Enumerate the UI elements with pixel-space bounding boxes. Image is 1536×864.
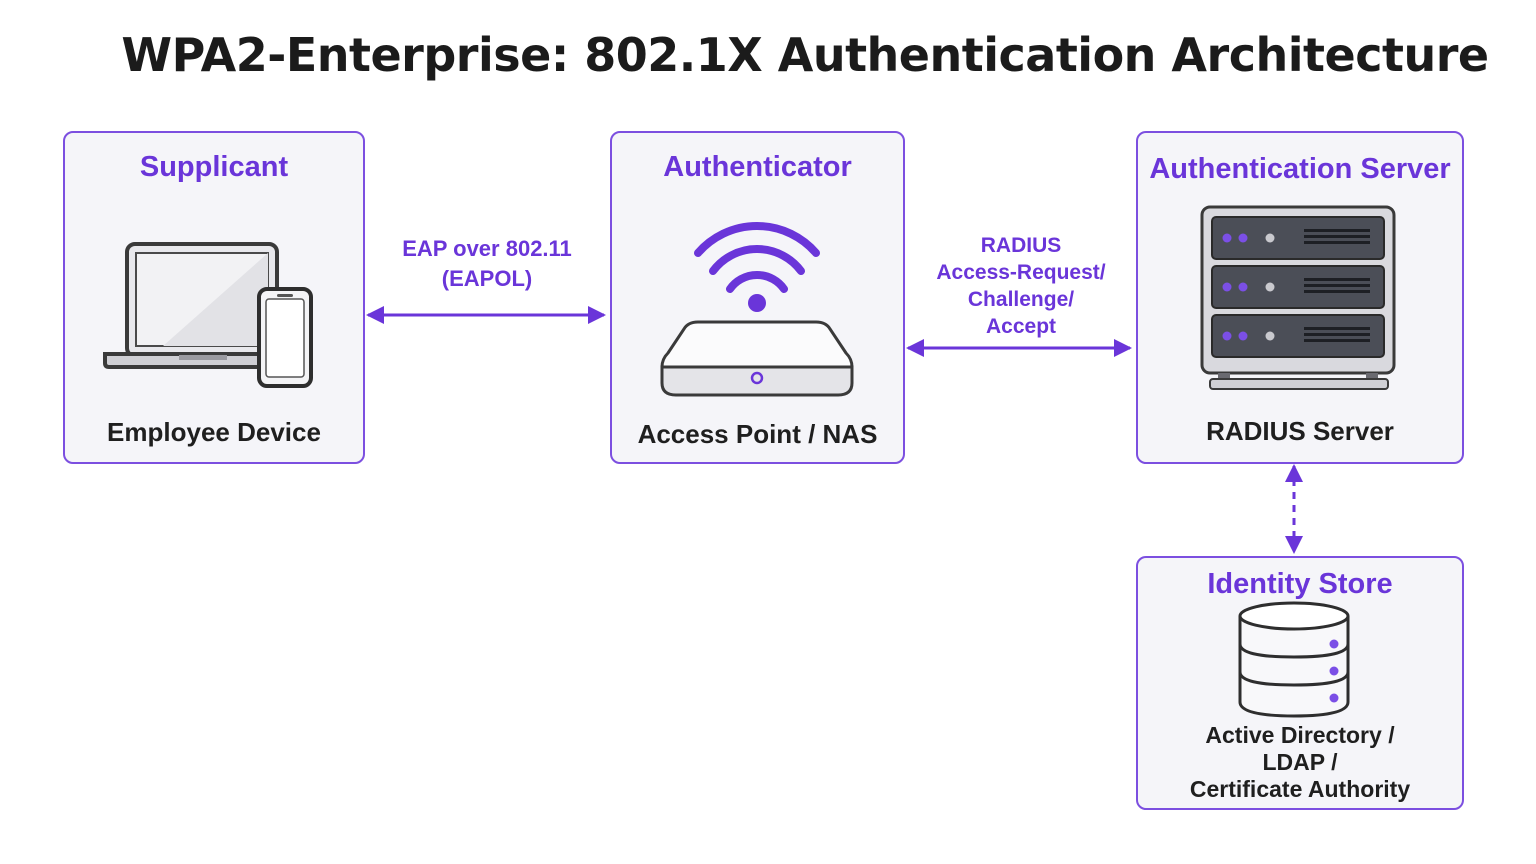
server-rack-icon — [1200, 205, 1396, 390]
auth-server-node: Authentication Server — [1136, 131, 1464, 464]
identity-store-lines: Active Directory / LDAP / Certificate Au… — [1138, 722, 1462, 803]
authenticator-node: Authenticator Access Point / NAS — [610, 131, 905, 464]
eapol-label-line-2: (EAPOL) — [441, 266, 533, 291]
authenticator-subtitle: Access Point / NAS — [637, 419, 878, 449]
wifi-access-point-icon — [660, 222, 854, 397]
database-icon — [1238, 601, 1350, 718]
eapol-label: EAP over 802.11 (EAPOL) — [376, 234, 598, 294]
identity-store-line-2: LDAP / — [1262, 749, 1338, 775]
diagram-title: WPA2-Enterprise: 802.1X Authentication A… — [121, 28, 1489, 82]
radius-label: RADIUS Access-Request/ Challenge/ Accept — [906, 232, 1136, 340]
authenticator-title: Authenticator — [663, 151, 852, 183]
identity-store-line-3: Certificate Authority — [1189, 776, 1411, 802]
auth-server-subtitle: RADIUS Server — [1206, 416, 1394, 446]
radius-label-line-3: Challenge/ — [967, 288, 1075, 311]
radius-label-line-4: Accept — [985, 315, 1057, 338]
radius-label-line-2: Access-Request/ — [936, 261, 1106, 284]
laptop-phone-icon — [103, 242, 313, 388]
supplicant-node: Supplicant Employee Device — [63, 131, 365, 464]
eapol-label-line-1: EAP over 802.11 — [402, 236, 572, 261]
supplicant-title: Supplicant — [139, 151, 289, 183]
supplicant-subtitle: Employee Device — [107, 417, 321, 447]
identity-store-title: Identity Store — [1207, 568, 1393, 600]
identity-store-line-1: Active Directory / — [1205, 722, 1395, 748]
identity-store-node: Identity Store Active Directory / LDAP /… — [1136, 556, 1464, 810]
radius-label-line-1: RADIUS — [980, 234, 1062, 257]
auth-server-title: Authentication Server — [1149, 153, 1451, 185]
